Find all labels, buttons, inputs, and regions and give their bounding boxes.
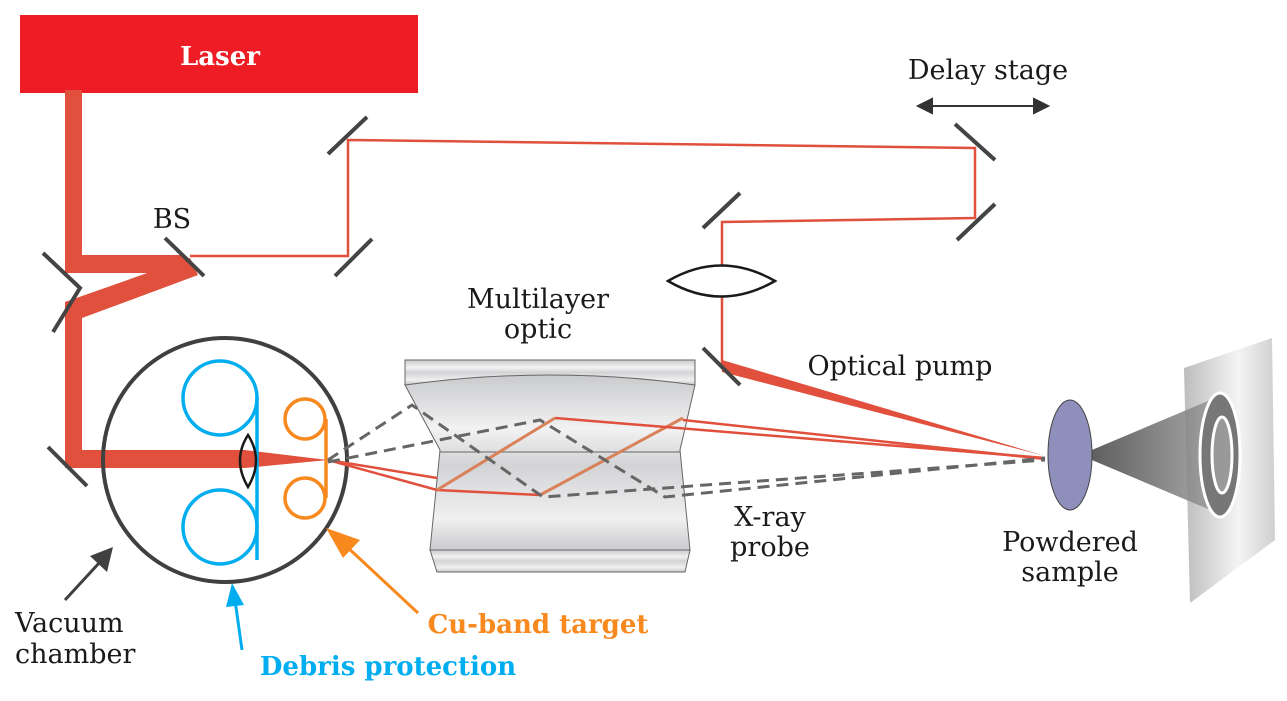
delay-stage-arrow-icon xyxy=(915,97,1051,115)
multilayer-optic xyxy=(404,359,696,573)
mirror xyxy=(701,191,742,230)
multilayer-label: Multilayer xyxy=(467,284,609,315)
powdered-label: Powdered xyxy=(1002,527,1138,558)
optical-pump-beam xyxy=(722,360,1045,456)
cu-target-arrow-icon xyxy=(326,528,420,615)
powdered-sample xyxy=(1047,399,1093,511)
bs-label: BS xyxy=(153,204,191,235)
optical-pump-label: Optical pump xyxy=(808,351,993,382)
delay-stage-label: Delay stage xyxy=(908,55,1068,86)
vacuum-label: Vacuum xyxy=(14,608,124,639)
main-beam xyxy=(65,90,328,468)
xray-label: X-ray xyxy=(734,502,806,533)
cu-band-target xyxy=(283,397,328,520)
probe-label: probe xyxy=(730,532,810,563)
mirror xyxy=(326,115,369,156)
mirror xyxy=(953,122,997,162)
xray-rays xyxy=(327,403,1046,499)
focusing-lens xyxy=(238,432,258,490)
vacuum-arrow-icon xyxy=(63,547,113,602)
mirror xyxy=(955,202,997,242)
diffraction-cone xyxy=(1080,398,1215,512)
mirrors xyxy=(41,115,997,488)
mirror xyxy=(46,445,89,488)
v-mirror xyxy=(41,251,83,334)
debris-protection xyxy=(181,359,259,566)
cu-target-label: Cu-band target xyxy=(428,610,649,640)
lens xyxy=(665,264,778,298)
mirror xyxy=(333,237,374,278)
laser-label: Laser xyxy=(180,42,260,72)
debris-label: Debris protection xyxy=(260,652,516,682)
laser-box xyxy=(20,15,418,93)
debris-arrow-icon xyxy=(226,583,244,651)
sample-label: sample xyxy=(1021,557,1118,588)
diffraction-ring-inner xyxy=(1210,415,1234,495)
optic-label: optic xyxy=(504,314,572,345)
chamber-label: chamber xyxy=(15,639,135,670)
vacuum-chamber xyxy=(101,336,349,584)
pump-beam-path xyxy=(190,138,977,365)
beam-splitter xyxy=(163,236,206,278)
mirror xyxy=(701,346,742,387)
